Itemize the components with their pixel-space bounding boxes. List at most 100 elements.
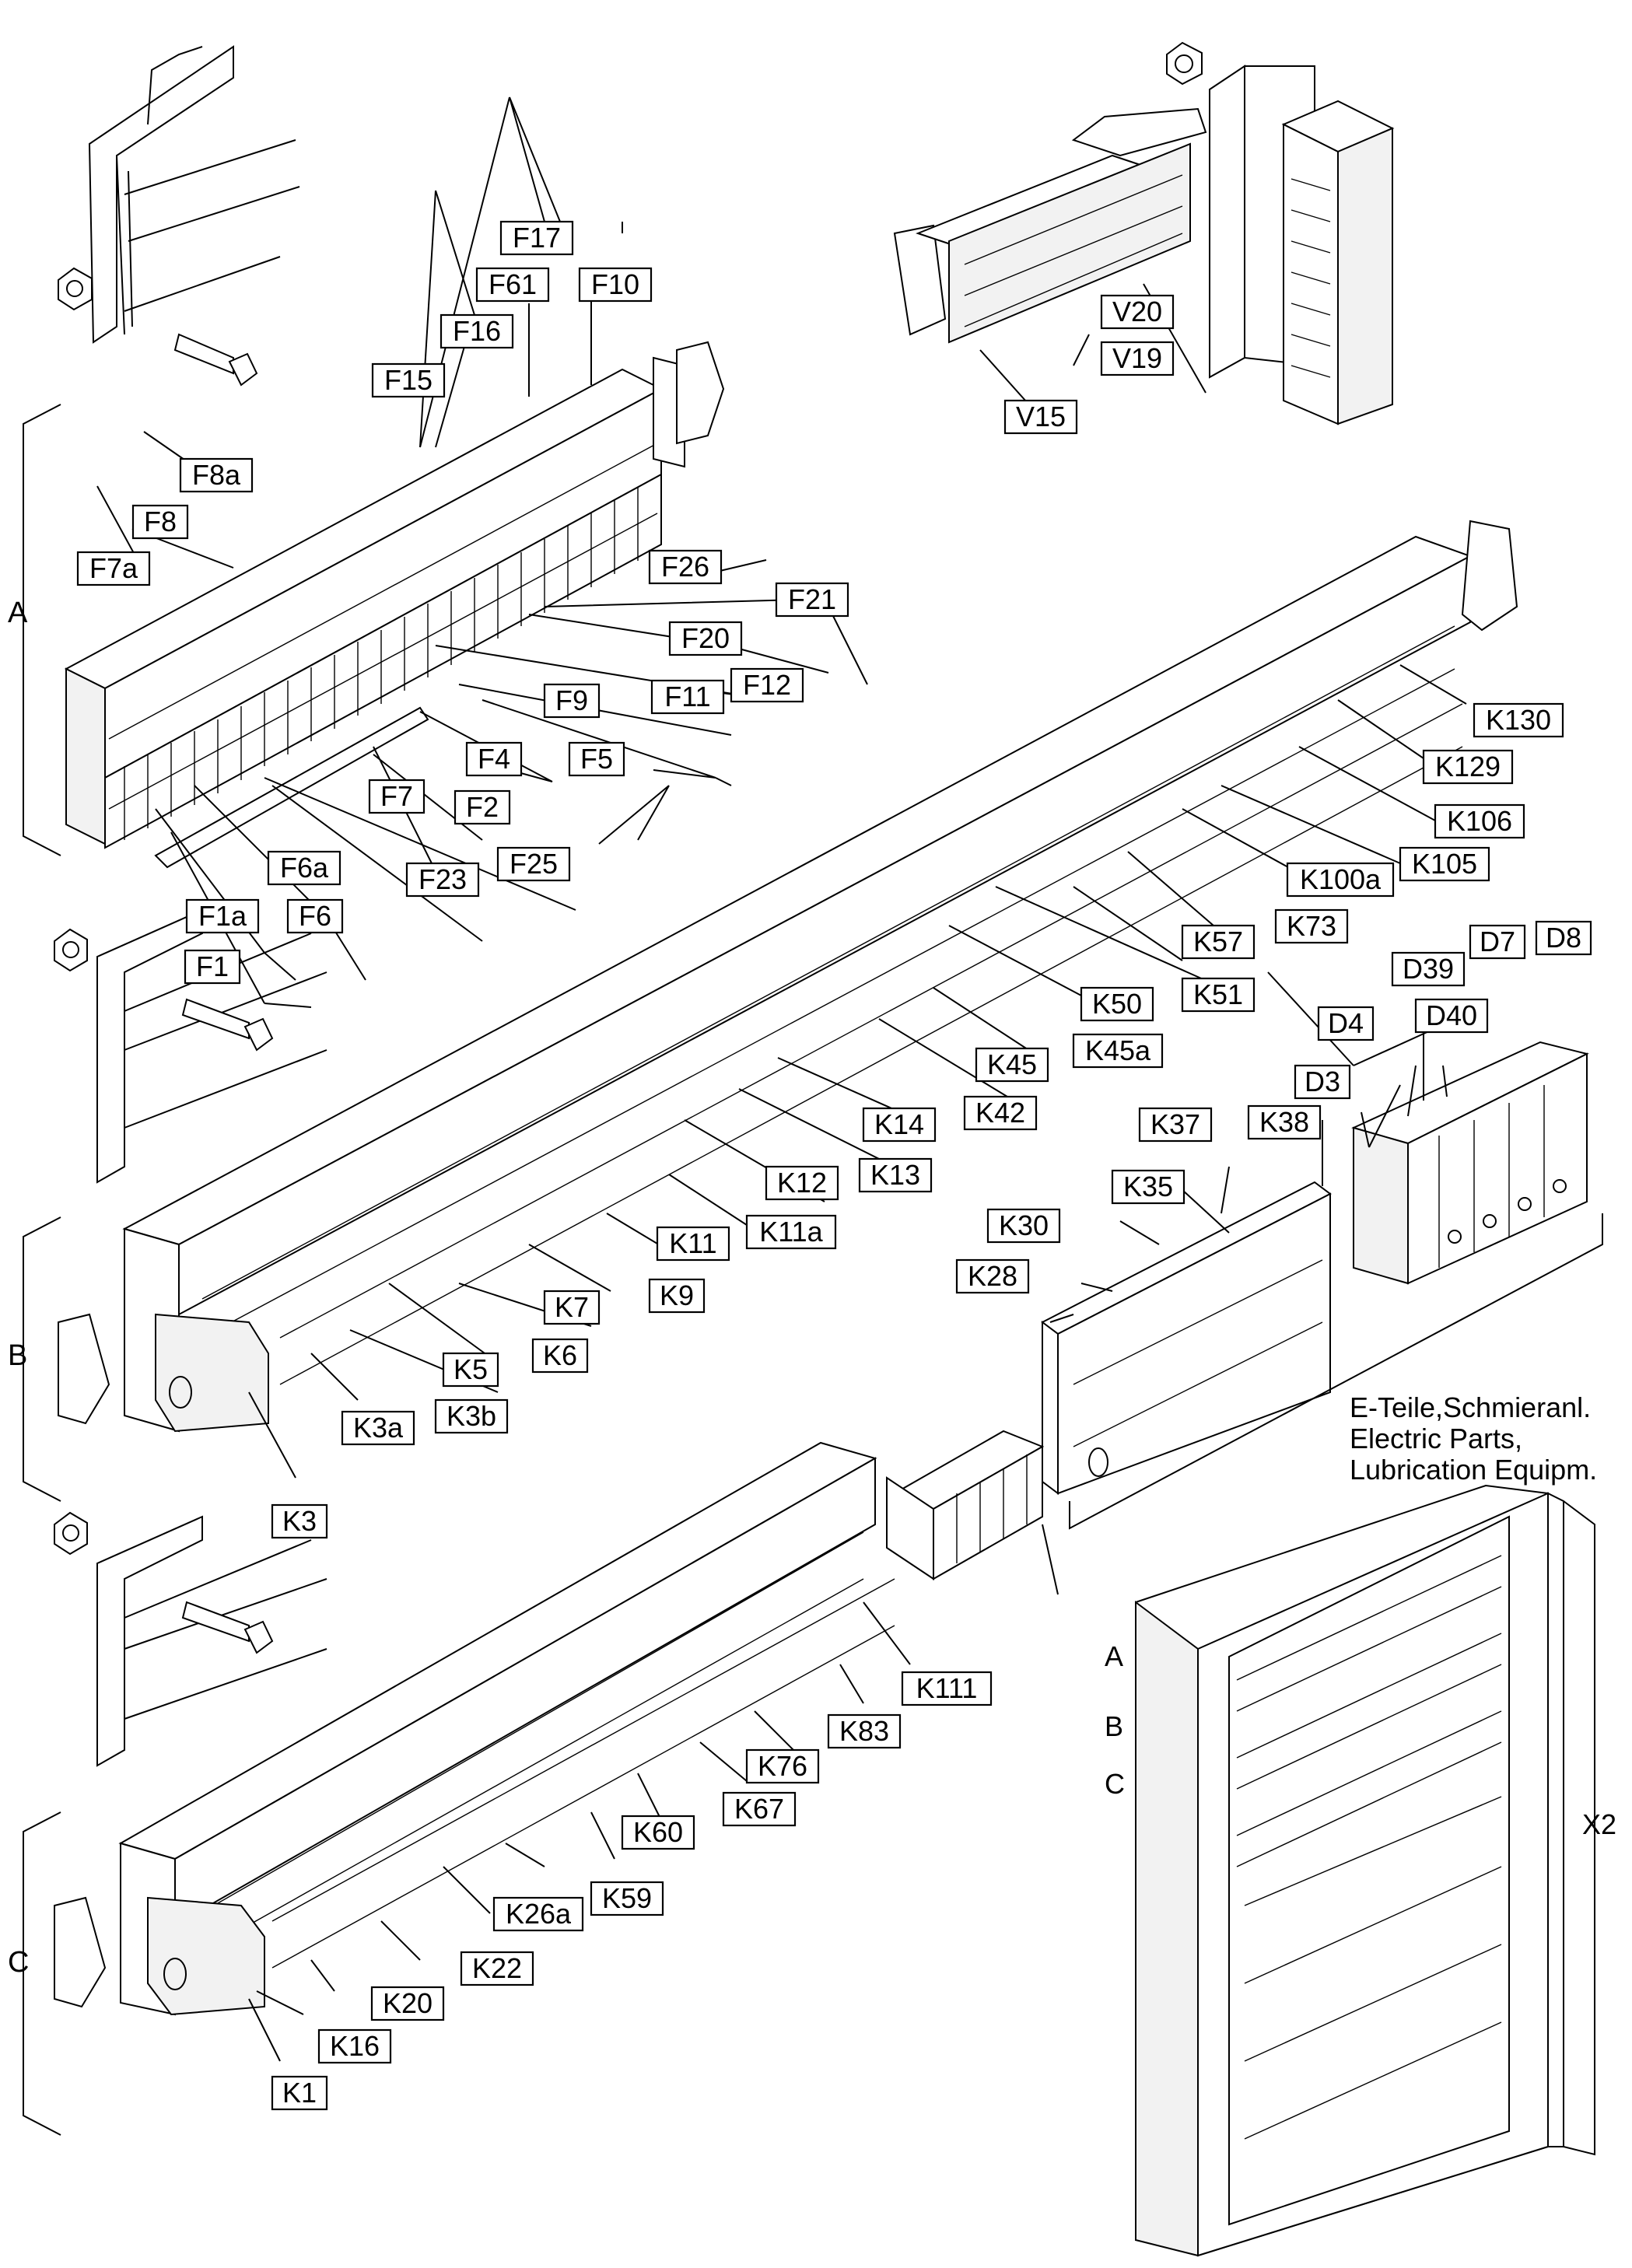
part-label-k35: K35 — [1111, 1169, 1185, 1205]
part-label-f7: F7 — [368, 779, 426, 814]
cabinet-row-a: A — [1105, 1640, 1123, 1672]
part-label-box — [492, 1896, 584, 1932]
part-label-text: F12 — [743, 669, 791, 701]
part-label-text: K42 — [975, 1097, 1025, 1129]
part-label-text: K30 — [999, 1209, 1049, 1241]
part-label-k59: K59 — [590, 1881, 664, 1916]
part-label-k73: K73 — [1274, 908, 1349, 944]
part-label-box — [185, 898, 260, 934]
caption-line-en-2: Lubrication Equipm. — [1350, 1454, 1597, 1486]
part-label-box — [1317, 1006, 1375, 1041]
part-label-box — [1434, 803, 1525, 839]
part-label-box — [454, 789, 511, 825]
relay-strip-row-b-right — [1041, 1181, 1332, 1495]
part-label-text: D39 — [1403, 953, 1454, 985]
part-label-text: K130 — [1486, 704, 1551, 736]
part-label-box — [442, 1352, 499, 1388]
part-label-f6: F6 — [286, 898, 344, 934]
part-label-k11a: K11a — [745, 1214, 837, 1250]
part-label-k100a: K100a — [1286, 862, 1395, 898]
part-label-text: K5 — [454, 1353, 488, 1385]
part-label-k30: K30 — [986, 1208, 1061, 1244]
part-label-f7a: F7a — [76, 551, 151, 586]
part-label-d4: D4 — [1317, 1006, 1375, 1041]
part-label-k129: K129 — [1422, 749, 1514, 785]
relay-strip-row-c — [54, 1441, 895, 2016]
cable-duct-channels — [1166, 41, 1395, 425]
part-label-text: K76 — [758, 1750, 807, 1782]
part-label-box — [1181, 977, 1256, 1013]
part-label-k14: K14 — [862, 1107, 937, 1143]
part-label-box — [648, 549, 723, 585]
part-label-box — [1469, 924, 1526, 960]
part-label-f25: F25 — [496, 846, 571, 882]
part-label-text: F2 — [466, 791, 499, 823]
part-label-box — [370, 1986, 445, 2021]
part-label-k111: K111 — [901, 1671, 993, 1706]
part-label-box — [1247, 1104, 1322, 1140]
part-label-k45a: K45a — [1072, 1033, 1164, 1069]
part-label-k83: K83 — [827, 1713, 902, 1749]
part-label-text: V15 — [1016, 401, 1066, 432]
part-label-text: K111 — [916, 1672, 978, 1704]
part-label-text: F8a — [192, 459, 241, 491]
control-cabinet-x2: A B C X2 — [1105, 1484, 1616, 2257]
part-label-text: K57 — [1193, 926, 1243, 957]
part-label-box — [1286, 862, 1395, 898]
part-label-text: K13 — [870, 1159, 920, 1191]
part-label-text: F15 — [384, 364, 433, 396]
part-label-box — [568, 741, 625, 777]
part-label-box — [341, 1410, 415, 1446]
part-label-box — [862, 1107, 937, 1143]
part-label-k60: K60 — [621, 1815, 695, 1850]
part-label-f8a: F8a — [179, 457, 254, 493]
part-label-f61: F61 — [475, 267, 550, 303]
part-label-text: F6a — [280, 852, 329, 884]
part-label-text: K22 — [472, 1952, 522, 1984]
part-label-k57: K57 — [1181, 924, 1256, 960]
part-label-f2: F2 — [454, 789, 511, 825]
part-label-text: K3 — [282, 1505, 317, 1537]
part-label-box — [496, 846, 571, 882]
fuse-strip-row-a — [64, 341, 725, 869]
part-label-k6: K6 — [531, 1338, 589, 1374]
part-label-k42: K42 — [963, 1095, 1038, 1131]
part-label-d7: D7 — [1469, 924, 1526, 960]
part-label-box — [543, 683, 601, 719]
part-label-box — [371, 362, 446, 398]
part-label-k5: K5 — [442, 1352, 499, 1388]
part-label-text: K37 — [1150, 1108, 1200, 1140]
part-label-box — [650, 679, 725, 715]
part-label-k9: K9 — [648, 1278, 706, 1314]
part-label-v20: V20 — [1100, 294, 1175, 330]
part-label-f12: F12 — [730, 667, 804, 703]
part-label-f1: F1 — [184, 949, 241, 985]
part-label-text: F4 — [478, 743, 510, 775]
part-label-text: F7a — [89, 552, 138, 584]
part-label-box — [131, 504, 189, 540]
part-label-box — [271, 2075, 328, 2111]
part-label-k51: K51 — [1181, 977, 1256, 1013]
part-label-box — [656, 1226, 730, 1262]
part-label-text: K14 — [874, 1108, 924, 1140]
part-label-box — [475, 267, 550, 303]
part-label-box — [975, 1047, 1049, 1083]
part-label-k3: K3 — [271, 1503, 328, 1539]
part-label-f5: F5 — [568, 741, 625, 777]
part-label-text: K51 — [1193, 978, 1243, 1010]
part-label-d8: D8 — [1535, 920, 1592, 956]
part-label-f17: F17 — [499, 220, 574, 256]
part-label-text: F17 — [513, 222, 561, 254]
section-brackets: A B C — [8, 404, 61, 2136]
part-label-text: F6 — [299, 900, 331, 932]
part-label-text: K45a — [1085, 1034, 1151, 1066]
cabinet-row-c: C — [1105, 1768, 1125, 1800]
part-label-box — [267, 850, 341, 886]
part-label-text: F1a — [198, 900, 247, 932]
part-label-box — [499, 220, 574, 256]
part-label-f10: F10 — [578, 267, 653, 303]
part-label-f16: F16 — [440, 313, 514, 349]
part-label-f4: F4 — [465, 741, 523, 777]
